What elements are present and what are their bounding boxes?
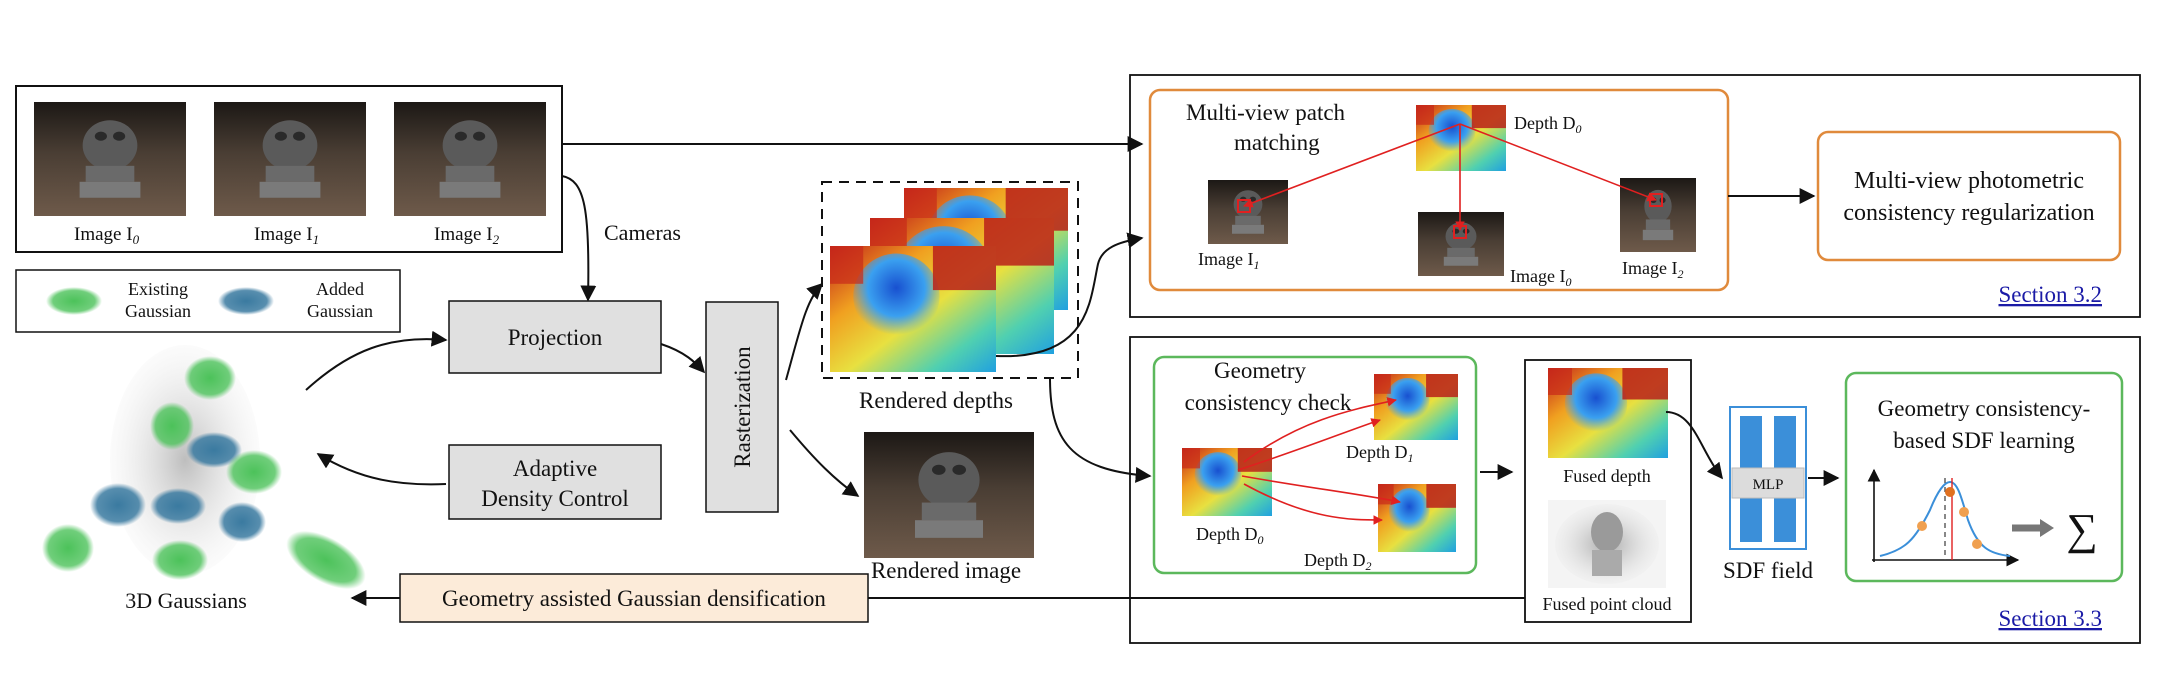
- patch-image-i1-label: Image I1: [1198, 249, 1259, 272]
- fused-depth-label: Fused depth: [1563, 466, 1651, 486]
- section-32-link[interactable]: Section 3.2: [1999, 282, 2103, 307]
- image-i0-label: Image I0: [74, 224, 140, 247]
- patch-title-2: matching: [1234, 130, 1320, 155]
- fused-cloud-label: Fused point cloud: [1543, 594, 1672, 614]
- rendered-depths-frame: [821, 181, 1079, 379]
- fused-point-cloud: [1548, 500, 1666, 588]
- added-label-1: Added: [316, 279, 364, 299]
- geocheck-depth-d2: [1378, 484, 1456, 552]
- adaptive-density-box: [448, 444, 662, 520]
- patch-image-i0: [1418, 212, 1504, 276]
- mlp-box: [1731, 467, 1805, 499]
- adaptive-label-1: Adaptive: [513, 456, 597, 481]
- geocheck-consistency-lines: [1237, 397, 1401, 525]
- image-i2-photo: [394, 102, 546, 216]
- projection-to-raster-arrow: [660, 343, 706, 374]
- added-gaussian-swatch: [218, 287, 274, 315]
- gaussians-to-projection-arrow: [305, 330, 448, 391]
- patch-matching-box: [1148, 88, 1730, 292]
- geocheck-depth-d1-label: Depth D1: [1346, 442, 1414, 465]
- sdf-learning-box: [1844, 371, 2124, 583]
- cameras-label: Cameras: [604, 220, 681, 245]
- densification-box: [399, 573, 869, 623]
- section-33-link[interactable]: Section 3.3: [1999, 606, 2103, 631]
- patch-depth-label: Depth D0: [1514, 113, 1582, 136]
- geocheck-box: [1152, 355, 1478, 575]
- image-i2-label: Image I2: [434, 224, 500, 247]
- sdf-field-label: SDF field: [1723, 558, 1814, 583]
- input-images-frame: [15, 85, 563, 253]
- sum-symbol: ∑: [2066, 505, 2097, 554]
- fused-to-sdf-arrow: [1665, 411, 1723, 480]
- fused-depth-map: [1548, 368, 1668, 458]
- existing-label-2: Gaussian: [125, 301, 191, 321]
- rendered-image-photo: [864, 432, 1034, 558]
- image-i0-photo: [34, 102, 186, 216]
- geocheck-depth-d1: [1374, 374, 1458, 440]
- existing-gaussian-swatch: [46, 287, 102, 315]
- image-i1-label: Image I1: [254, 224, 319, 247]
- legend-frame: [15, 269, 401, 333]
- legend: Existing Gaussian Added Gaussian: [15, 269, 401, 333]
- rendered-depths-label: Rendered depths: [859, 388, 1013, 413]
- section-33-frame: [1129, 336, 2141, 644]
- photometric-box: [1816, 130, 2122, 262]
- sdf-field-block: [1729, 406, 1807, 550]
- patch-depth-d0: [1416, 105, 1506, 171]
- image-i1-photo: [214, 102, 366, 216]
- raster-to-depths-arrow: [785, 282, 824, 381]
- projection-label: Projection: [508, 325, 603, 350]
- existing-label-1: Existing: [128, 279, 188, 299]
- geocheck-title-2: consistency check: [1185, 390, 1352, 415]
- patch-image-i0-label: Image I0: [1510, 266, 1571, 289]
- mlp-label: MLP: [1753, 477, 1784, 493]
- patch-title-1: Multi-view patch: [1186, 100, 1346, 125]
- rasterization-label: Rasterization: [730, 346, 755, 468]
- input-images-panel: Image I0 Image I1 Image I2: [15, 85, 563, 253]
- sdf-learning-label-1: Geometry consistency-: [1878, 396, 2091, 421]
- depths-to-geocheck-arrow: [1049, 377, 1152, 483]
- rasterization-box: [705, 301, 779, 513]
- rendered-depth-1: [830, 246, 996, 372]
- gaussians-label: 3D Gaussians: [125, 588, 247, 613]
- patch-image-i2-label: Image I2: [1622, 258, 1683, 281]
- section-32-frame: [1129, 74, 2141, 318]
- geocheck-depth-d2-label: Depth D2: [1304, 550, 1372, 573]
- fused-box: [1524, 359, 1692, 623]
- geocheck-title-1: Geometry: [1214, 358, 1306, 383]
- sdf-learning-label-2: based SDF learning: [1893, 428, 2075, 453]
- patch-correspondence-lines: [1243, 123, 1657, 231]
- geocheck-depth-d0: [1182, 448, 1272, 516]
- projection-box: [448, 300, 662, 374]
- densification-label: Geometry assisted Gaussian densification: [442, 586, 826, 611]
- photometric-label-1: Multi-view photometric: [1854, 168, 2084, 194]
- patch-image-i2: [1620, 178, 1696, 252]
- cameras-arrow: [561, 175, 597, 302]
- sdf-learning-plot: [1867, 468, 2020, 567]
- geocheck-depth-d0-label: Depth D0: [1196, 524, 1264, 547]
- photometric-label-2: consistency regularization: [1843, 200, 2094, 226]
- added-label-2: Gaussian: [307, 301, 373, 321]
- rendered-image-label: Rendered image: [871, 558, 1021, 583]
- adaptive-to-gaussians-arrow: [316, 453, 447, 486]
- depths-to-patch-arrow: [995, 232, 1144, 358]
- gaussians-cluster: [42, 345, 366, 590]
- adaptive-label-2: Density Control: [481, 486, 629, 511]
- raster-to-image-arrow: [789, 429, 860, 497]
